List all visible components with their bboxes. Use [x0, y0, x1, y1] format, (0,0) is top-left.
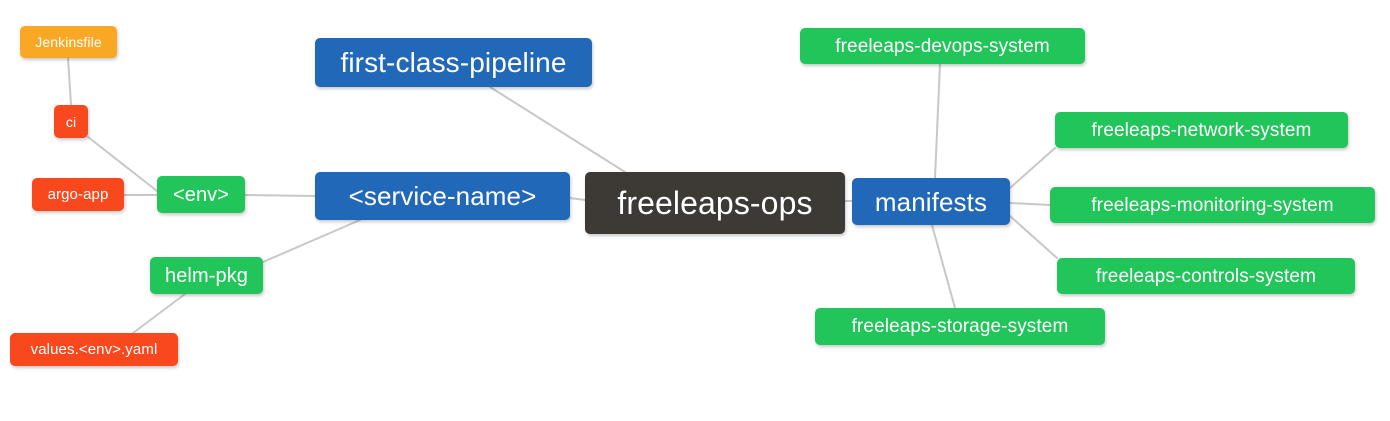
node-jenkinsfile[interactable]: Jenkinsfile — [20, 26, 117, 58]
node-first-class-pipeline[interactable]: first-class-pipeline — [315, 38, 592, 87]
node-helm-pkg[interactable]: helm-pkg — [150, 257, 263, 294]
edge-service-name-to-freeleaps-ops — [569, 197, 586, 201]
node-label-freeleaps-storage-system: freeleaps-storage-system — [851, 316, 1069, 337]
edge-manifests-to-freeleaps-network-system — [1009, 147, 1056, 189]
node-label-values-yaml: values.<env>.yaml — [30, 341, 158, 358]
node-label-freeleaps-monitoring-system: freeleaps-monitoring-system — [1091, 194, 1334, 216]
node-label-manifests: manifests — [874, 186, 988, 217]
node-freeleaps-storage-system[interactable]: freeleaps-storage-system — [815, 308, 1105, 345]
node-service-name[interactable]: <service-name> — [315, 172, 570, 220]
node-ci[interactable]: ci — [54, 105, 88, 138]
edge-env-to-service-name — [244, 194, 316, 197]
node-label-freeleaps-network-system: freeleaps-network-system — [1091, 119, 1312, 141]
node-label-freeleaps-devops-system: freeleaps-devops-system — [835, 35, 1050, 57]
node-argo-app[interactable]: argo-app — [32, 178, 124, 211]
node-freeleaps-controls-system[interactable]: freeleaps-controls-system — [1057, 258, 1355, 294]
node-label-jenkinsfile: Jenkinsfile — [35, 34, 102, 50]
node-freeleaps-ops[interactable]: freeleaps-ops — [585, 172, 845, 234]
node-label-helm-pkg: helm-pkg — [164, 264, 249, 287]
edge-manifests-to-freeleaps-controls-system — [1009, 215, 1058, 259]
node-env[interactable]: <env> — [157, 176, 245, 213]
edge-first-class-pipeline-to-freeleaps-ops — [489, 86, 626, 173]
node-label-freeleaps-controls-system: freeleaps-controls-system — [1095, 265, 1317, 287]
node-freeleaps-network-system[interactable]: freeleaps-network-system — [1055, 112, 1348, 148]
node-values-yaml[interactable]: values.<env>.yaml — [10, 333, 178, 366]
node-label-first-class-pipeline: first-class-pipeline — [340, 46, 567, 78]
edge-service-name-to-helm-pkg — [262, 219, 361, 263]
node-label-argo-app: argo-app — [47, 186, 109, 203]
edge-manifests-to-freeleaps-storage-system — [931, 224, 956, 309]
node-manifests[interactable]: manifests — [852, 178, 1010, 225]
node-label-ci: ci — [65, 113, 77, 130]
edge-manifests-to-freeleaps-monitoring-system — [1009, 202, 1051, 206]
node-label-env: <env> — [172, 183, 230, 206]
node-freeleaps-monitoring-system[interactable]: freeleaps-monitoring-system — [1050, 187, 1375, 223]
node-freeleaps-devops-system[interactable]: freeleaps-devops-system — [800, 28, 1085, 64]
edge-manifests-to-freeleaps-devops-system — [934, 63, 941, 179]
node-label-freeleaps-ops: freeleaps-ops — [617, 185, 813, 221]
edge-jenkinsfile-to-ci — [67, 57, 72, 106]
node-label-service-name: <service-name> — [348, 181, 537, 211]
edge-helm-pkg-to-values-yaml — [132, 293, 186, 334]
